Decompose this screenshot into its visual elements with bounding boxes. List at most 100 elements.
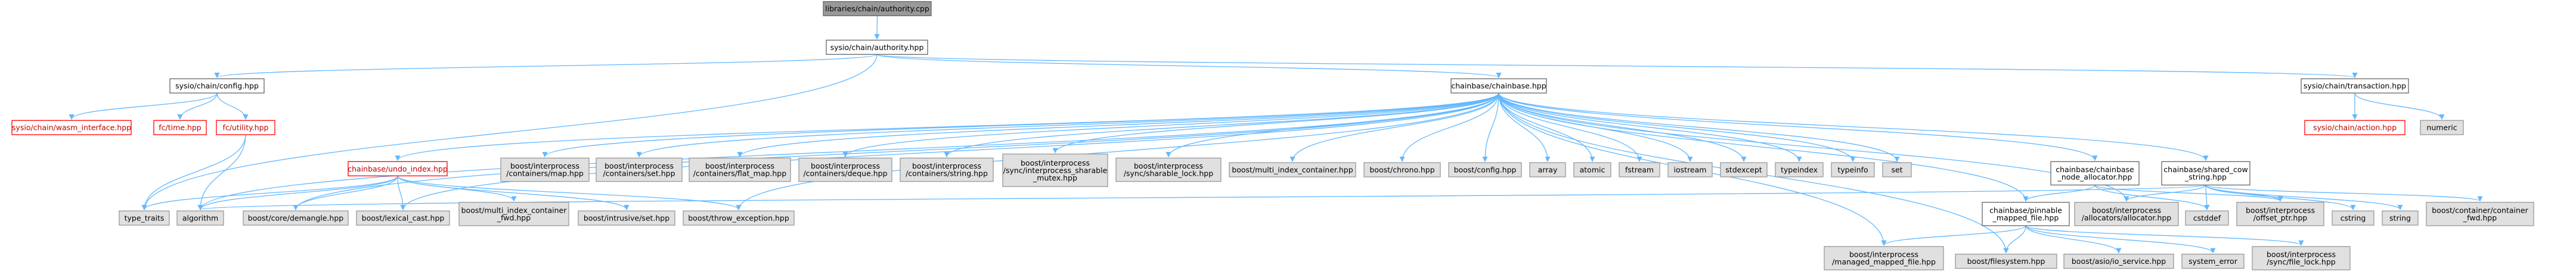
node-offset-ptr: boost/interprocess/offset_ptr.hpp [2236,201,2324,226]
node-system-error: system_error [2181,253,2245,269]
node-label-line: sysio/chain/authority.hpp [830,43,924,52]
node-label-line: boost/filesystem.hpp [1967,257,2045,266]
node-box [2063,253,2174,269]
node-transaction-hpp[interactable]: sysio/chain/transaction.hpp [2301,78,2409,94]
node-typeindex: typeindex [1775,162,1824,178]
node-label-line: /allocators/allocator.hpp [2082,213,2172,222]
node-managed-mapped-file: boost/interprocess/managed_mapped_file.h… [1824,246,1944,270]
node-string: string [2382,210,2419,226]
node-fc-time-hpp[interactable]: fc/time.hpp [153,120,207,135]
edge-chainbase_hpp-to-ip_deque [842,92,1499,158]
edge-shared_cow-to-cstddef [2204,185,2210,210]
node-ip-sharable-mutex: boost/interprocess/sync/interprocess_sha… [1002,153,1108,187]
node-mic-fwd: boost/multi_index_container_fwd.hpp [458,201,569,226]
edge-chainbase_hpp-to-ip_string [944,92,1499,158]
dependency-nodes: libraries/chain/authority.cpp sysio/chain… [11,1,2534,270]
edge-chainbase_hpp-to-mic_hpp [1289,93,1499,162]
node-label-line: boost/interprocess [912,161,981,170]
node-box [216,120,275,135]
node-box [2252,246,2351,270]
node-fc-utility-hpp[interactable]: fc/utility.hpp [216,120,275,135]
node-intrusive-set: boost/intrusive/set.hpp [578,210,675,226]
node-label-line: chainbase/undo_index.hpp [348,164,448,173]
node-chrono-hpp: boost/chrono.hpp [1363,162,1441,178]
node-label-line: boost/interprocess [2267,250,2336,259]
node-box [1882,162,1912,178]
edge-chainbase_hpp-to-array [1498,93,1551,162]
node-box [119,210,170,226]
edge-config_hpp-to-fc_utility_hpp [216,93,249,120]
edge-authority_hpp-to-config_hpp [214,54,878,79]
node-shared-cow[interactable]: chainbase/shared_cow_string.hpp [2161,161,2250,186]
node-label-line: typeinfo [1837,165,1868,174]
node-action-hpp[interactable]: sysio/chain/action.hpp [2304,120,2405,135]
node-pinnable[interactable]: chainbase/pinnable_mapped_file.hpp [1982,201,2070,226]
edge-shared_cow-to-string [2205,184,2403,210]
edge-shared_cow-to-cstring [2205,185,2356,210]
node-box [578,210,675,226]
node-label-line: atomic [1580,165,1605,174]
node-box [243,210,349,226]
edge-chainbase_hpp-to-chrono_hpp [1399,93,1499,162]
node-box [2382,210,2419,226]
node-box [823,1,932,17]
node-authority-hpp[interactable]: sysio/chain/authority.hpp [826,39,928,55]
edge-pinnable-to-system_error [2025,225,2216,254]
node-wasm-interface-hpp[interactable]: sysio/chain/wasm_interface.hpp [11,120,132,135]
edge-chainbase_hpp-to-ip_sharable_mutex [1052,92,1499,154]
edge-chainbase_hpp-to-ip_set [636,92,1499,158]
node-box [2426,201,2534,226]
edge-chainbase_hpp-to-algorithm [197,93,1499,210]
node-label-line: /offset_ptr.hpp [2253,213,2307,222]
edge-undo_index_hpp-to-type_traits [141,175,398,210]
node-label-line: boost/throw_exception.hpp [688,214,789,223]
node-label-line: boost/interprocess [1021,158,1090,167]
node-box [826,39,928,55]
node-box [2185,210,2229,226]
edge-undo_index_hpp-to-throw_exception [397,175,742,210]
node-label-line: /containers/deque.hpp [803,169,887,178]
edge-undo_index_hpp-to-lexical_cast [397,176,406,210]
edge-fc_utility_hpp-to-type_traits [141,135,246,210]
edge-pinnable-to-managed_mapped_file [1881,225,2026,246]
node-box [153,120,207,135]
node-box [356,210,450,226]
node-label-line: sysio/chain/config.hpp [175,82,259,91]
node-label-line: boost/interprocess [1134,161,1203,170]
node-box [1775,162,1824,178]
edge-chainbase_hpp-to-fstream [1498,93,1642,162]
node-box [798,157,892,182]
edge-chainbase_hpp-to-throw_exception [736,93,1499,210]
edge-chainbase_hpp-to-lexical_cast [400,93,1499,210]
node-label-line: _string.hpp [2184,173,2227,182]
edge-chainbase_hpp-to-set [1498,93,1900,162]
node-ip-set: boost/interprocess/containers/set.hpp [596,157,683,182]
edge-node_allocator-to-pinnable [2023,185,2095,202]
node-undo-index-hpp[interactable]: chainbase/undo_index.hpp [348,161,448,176]
node-label-line: chainbase/shared_cow [2163,165,2248,174]
node-label-line: boost/interprocess [1849,250,1918,259]
node-chainbase-hpp[interactable]: chainbase/chainbase.hpp [1450,78,1547,94]
edge-undo_index_hpp-to-algorithm [197,175,398,210]
node-box [1002,153,1108,187]
node-cstddef: cstddef [2185,210,2229,226]
node-ip-deque: boost/interprocess/containers/deque.hpp [798,157,892,182]
node-label-line: boost/chrono.hpp [1369,165,1434,174]
node-set: set [1882,162,1912,178]
edge-chainbase_hpp-to-config_boost [1482,93,1499,162]
node-box [1529,162,1566,178]
edge-shared_cow-to-ip_allocator [2124,184,2206,202]
node-label-line: system_error [2188,257,2238,266]
edge-config_hpp-to-wasm_interface_hpp [69,92,218,120]
node-box [1982,201,2070,226]
edge-node_allocator-to-offset_ptr [2094,184,2283,202]
node-label-line: boost/interprocess [605,161,674,170]
node-config-hpp[interactable]: sysio/chain/config.hpp [169,78,265,94]
node-node-allocator[interactable]: chainbase/chainbase_node_allocator.hpp [2050,161,2140,186]
node-label-line: /sync/sharable_lock.hpp [1124,169,1213,178]
node-label-line: string [2389,214,2411,223]
node-label-line: cstring [2341,214,2366,223]
node-root: libraries/chain/authority.cpp [823,1,932,17]
node-label-line: _node_allocator.hpp [2057,173,2132,182]
node-label-line: boost/interprocess [510,161,579,170]
